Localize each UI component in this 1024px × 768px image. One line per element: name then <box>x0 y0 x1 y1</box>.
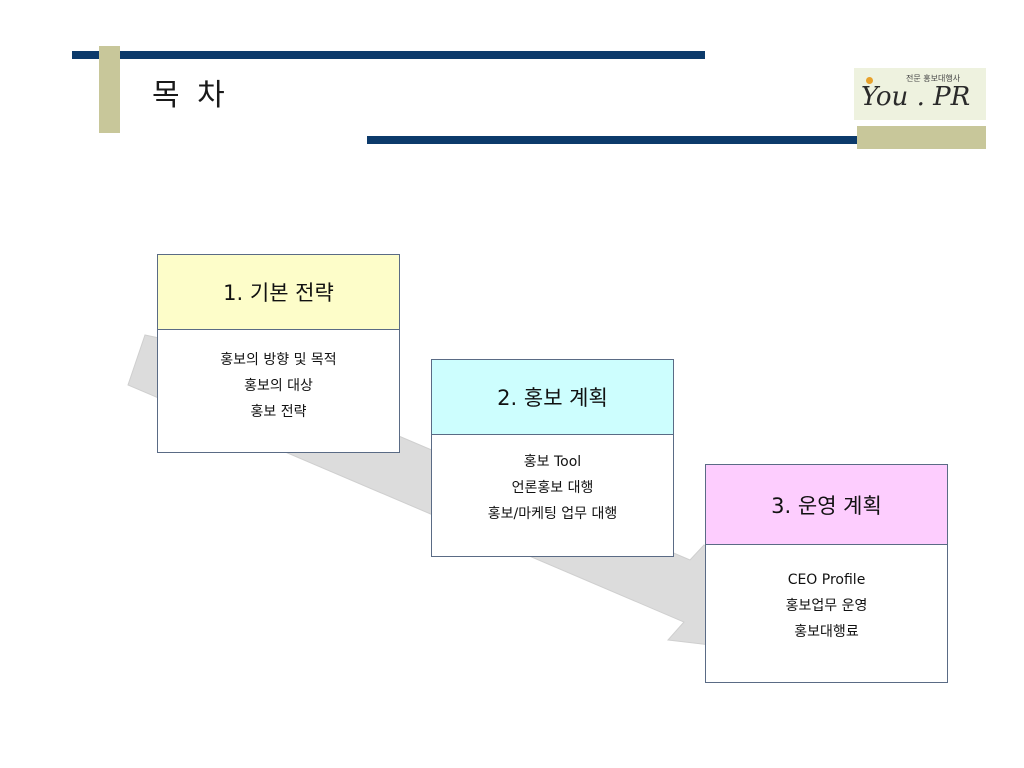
section-box-1: 1. 기본 전략 홍보의 방향 및 목적 홍보의 대상 홍보 전략 <box>157 254 400 453</box>
section-item: 홍보 Tool <box>523 454 582 470</box>
section-title-3: 3. 운영 계획 <box>706 465 947 545</box>
section-box-2: 2. 홍보 계획 홍보 Tool 언론홍보 대행 홍보/마케팅 업무 대행 <box>431 359 674 557</box>
right-accent-block <box>857 126 986 149</box>
company-logo: 전문 홍보대행사 You . PR <box>854 68 986 120</box>
left-accent-block <box>99 46 120 133</box>
section-item: 홍보/마케팅 업무 대행 <box>487 506 618 522</box>
section-items-1: 홍보의 방향 및 목적 홍보의 대상 홍보 전략 <box>158 347 399 425</box>
section-title-2: 2. 홍보 계획 <box>432 360 673 435</box>
section-title-1: 1. 기본 전략 <box>158 255 399 330</box>
section-item: 언론홍보 대행 <box>511 480 594 496</box>
section-item: 홍보 전략 <box>250 404 307 420</box>
logo-text: You . PR <box>861 82 971 112</box>
section-items-2: 홍보 Tool 언론홍보 대행 홍보/마케팅 업무 대행 <box>432 449 673 527</box>
section-items-3: CEO Profile 홍보업무 운영 홍보대행료 <box>706 567 947 645</box>
slide-title: 목 차 <box>152 78 229 113</box>
section-item: CEO Profile <box>787 572 866 588</box>
section-item: 홍보대행료 <box>794 624 859 640</box>
section-item: 홍보업무 운영 <box>785 598 868 614</box>
section-item: 홍보의 대상 <box>244 378 313 394</box>
top-decorative-bar <box>72 51 705 59</box>
section-box-3: 3. 운영 계획 CEO Profile 홍보업무 운영 홍보대행료 <box>705 464 948 683</box>
section-item: 홍보의 방향 및 목적 <box>220 352 337 368</box>
bottom-decorative-bar <box>367 136 986 144</box>
logo-dot-icon <box>866 77 873 84</box>
logo-tagline: 전문 홍보대행사 <box>906 74 961 83</box>
